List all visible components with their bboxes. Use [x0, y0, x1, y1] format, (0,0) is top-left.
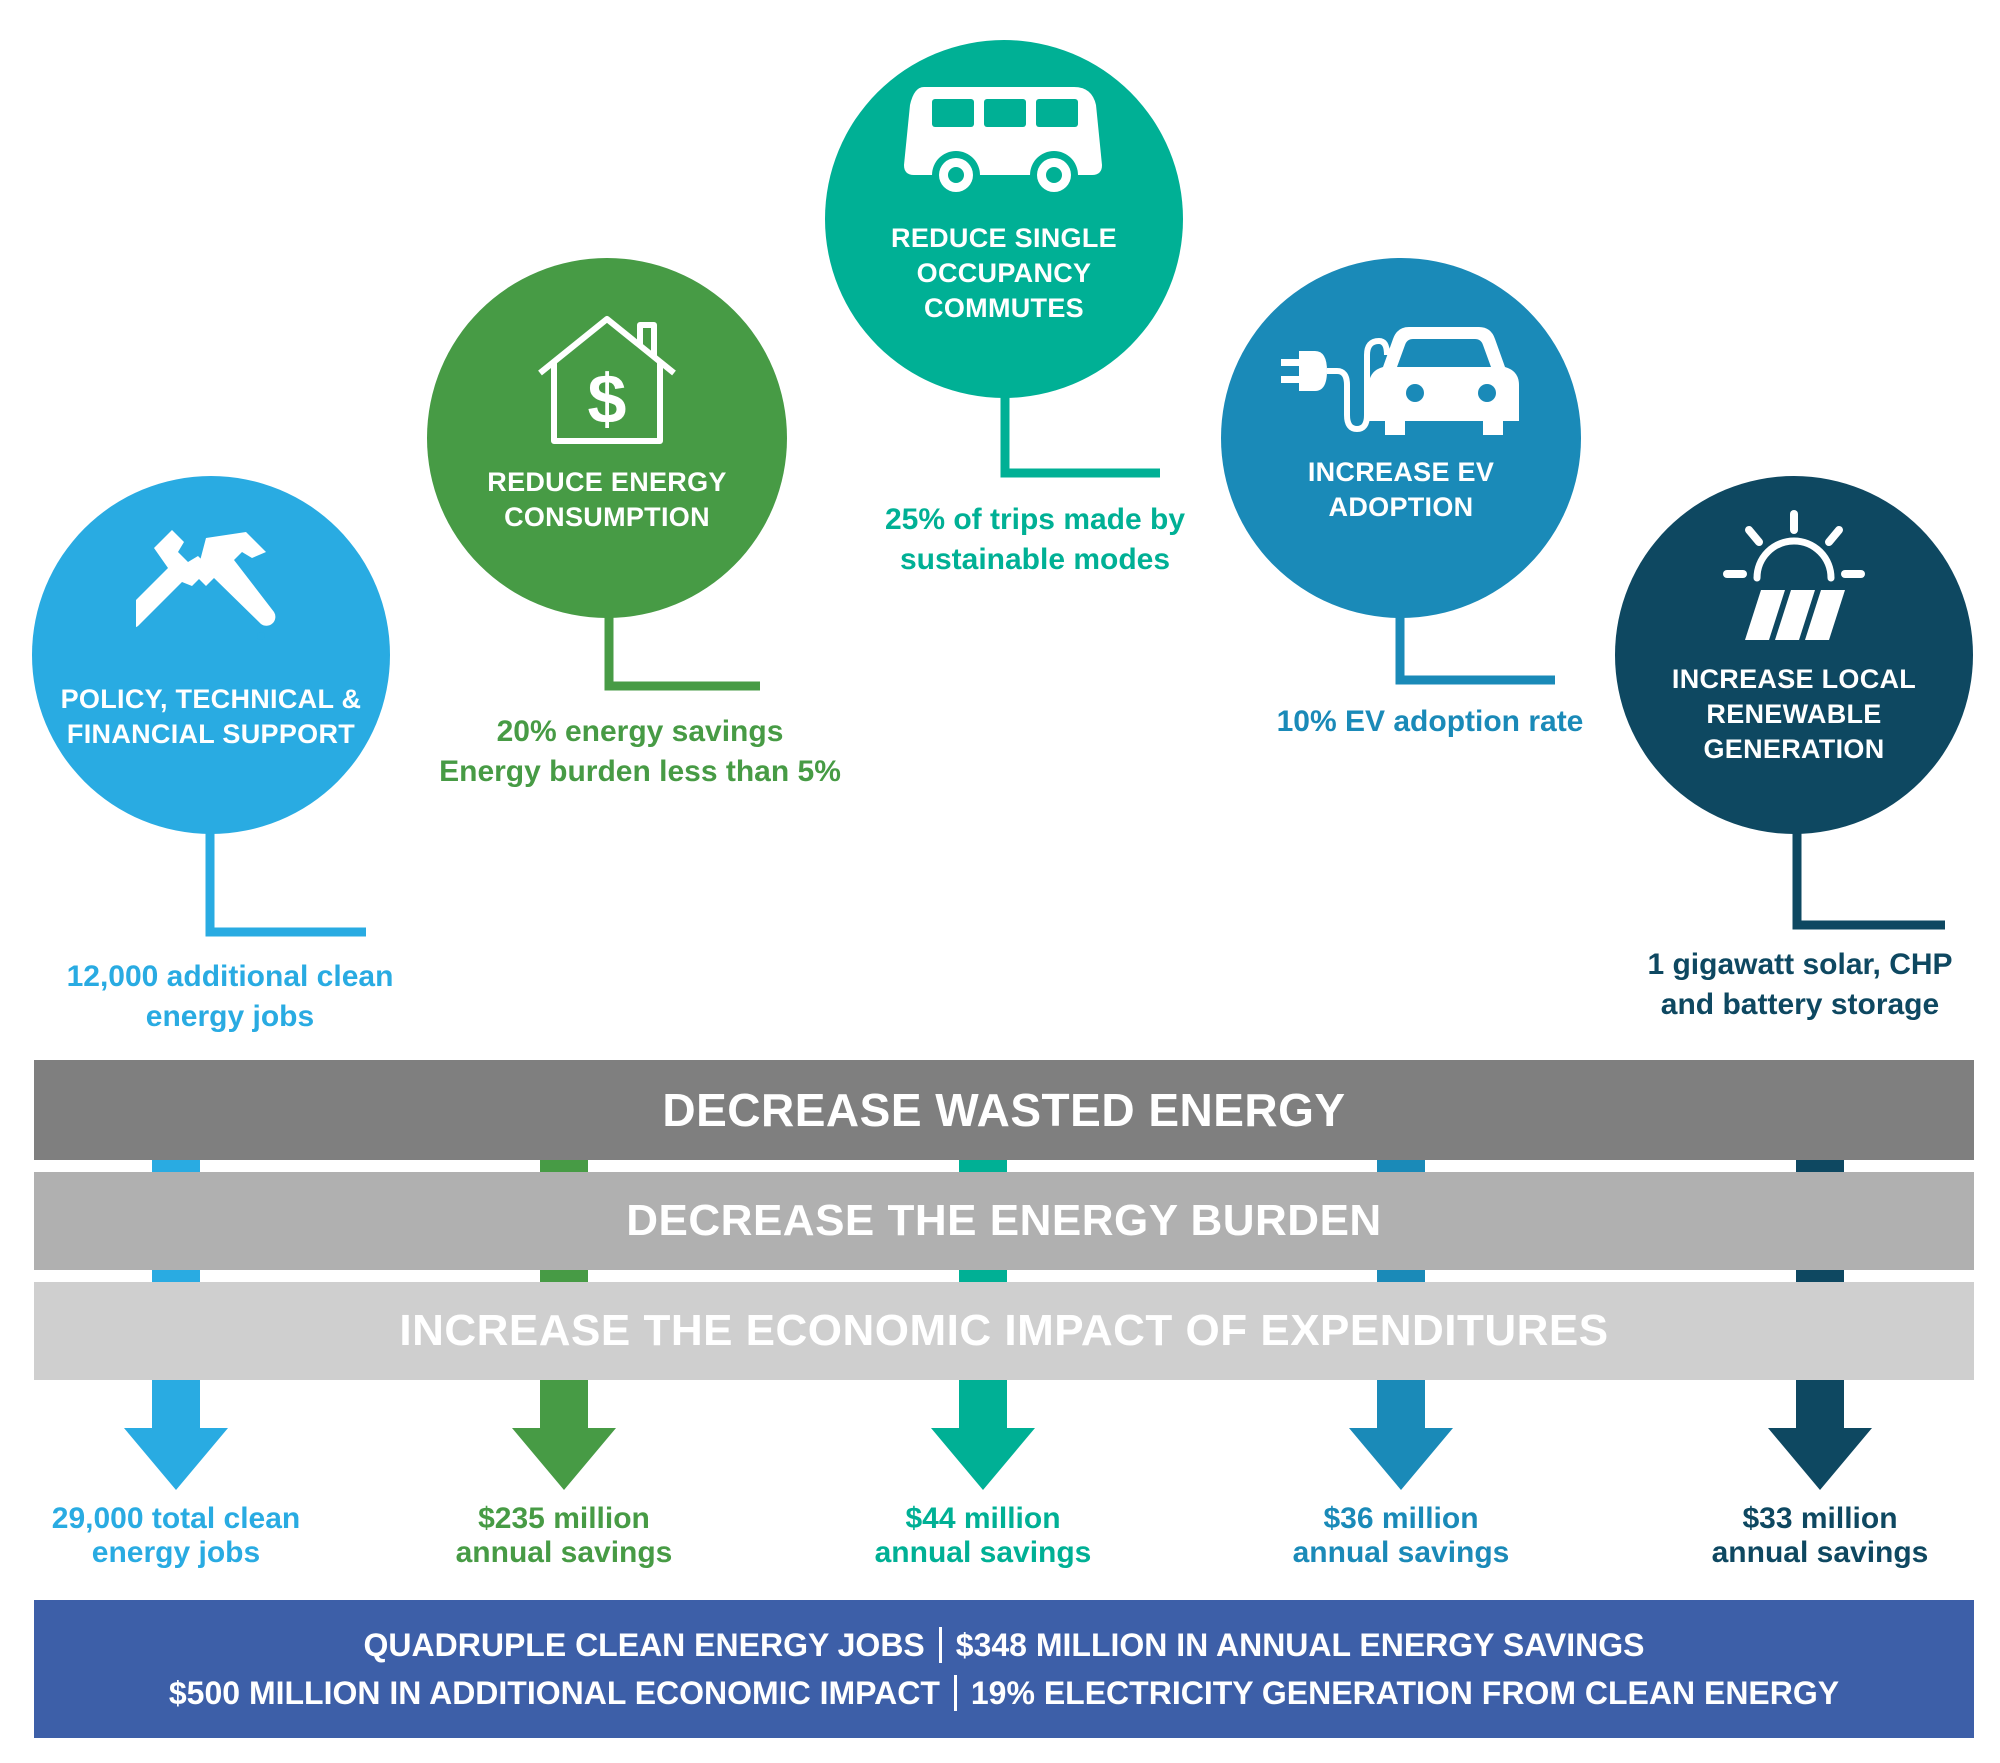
wrench-hammer-icon: [136, 530, 276, 640]
house-dollar-icon: $: [538, 316, 676, 444]
metric-energy: 20% energy savings Energy burden less th…: [439, 715, 841, 788]
strategy-circle-commute: REDUCE SINGLE OCCUPANCY COMMUTES: [825, 40, 1183, 398]
summary-separator: [953, 1675, 957, 1711]
svg-text:$: $: [588, 360, 627, 438]
connector-line-commute: [1000, 390, 1160, 478]
summary-separator: [938, 1627, 942, 1663]
metric-renewable: 1 gigawatt solar, CHP and battery storag…: [1647, 948, 1953, 1021]
strategy-title-ev: INCREASE EV ADOPTION: [1307, 457, 1495, 522]
result-energy: $235 million annual savings: [455, 1502, 673, 1569]
connector-line-policy: [205, 830, 366, 937]
metric-ev: 10% EV adoption rate: [1276, 705, 1584, 738]
summary-item-economic-impact: $500 MILLION IN ADDITIONAL ECONOMIC IMPA…: [168, 1675, 940, 1711]
metric-policy: 12,000 additional clean energy jobs: [66, 960, 394, 1033]
connector-line-renewable: [1792, 830, 1945, 930]
electric-car-icon: [1281, 327, 1519, 435]
result-commute: $44 million annual savings: [874, 1502, 1092, 1569]
metric-commute: 25% of trips made by sustainable modes: [884, 503, 1186, 576]
result-renewable: $33 million annual savings: [1711, 1502, 1929, 1569]
connector-line-energy: [604, 610, 760, 691]
strategy-circle-renewable: INCREASE LOCAL RENEWABLE GENERATION: [1615, 476, 1973, 834]
strategy-circle-ev: INCREASE EV ADOPTION: [1221, 258, 1581, 618]
summary-item-jobs: QUADRUPLE CLEAN ENERGY JOBS: [363, 1627, 925, 1663]
summary-item-clean-generation: 19% ELECTRICITY GENERATION FROM CLEAN EN…: [970, 1675, 1840, 1711]
summary-line-1: QUADRUPLE CLEAN ENERGY JOBS $348 MILLION…: [363, 1621, 1645, 1669]
result-policy: 29,000 total clean energy jobs: [51, 1502, 301, 1569]
strategy-circle-policy: POLICY, TECHNICAL & FINANCIAL SUPPORT: [32, 476, 390, 834]
band-decrease-energy-burden: DECREASE THE ENERGY BURDEN: [34, 1172, 1974, 1270]
connector-line-ev: [1395, 610, 1555, 685]
band-decrease-wasted-energy: DECREASE WASTED ENERGY: [34, 1060, 1974, 1160]
strategy-title-renewable: INCREASE LOCAL RENEWABLE GENERATION: [1671, 663, 1917, 764]
summary-banner: QUADRUPLE CLEAN ENERGY JOBS $348 MILLION…: [34, 1600, 1974, 1738]
summary-line-2: $500 MILLION IN ADDITIONAL ECONOMIC IMPA…: [169, 1669, 1839, 1717]
band-increase-economic-impact: INCREASE THE ECONOMIC IMPACT OF EXPENDIT…: [34, 1282, 1974, 1380]
bus-icon: [904, 86, 1102, 199]
solar-panel-icon: [1723, 509, 1865, 640]
summary-item-savings: $348 MILLION IN ANNUAL ENERGY SAVINGS: [955, 1627, 1645, 1663]
strategy-title-energy: REDUCE ENERGY CONSUMPTION: [487, 467, 727, 532]
strategy-title-commute: REDUCE SINGLE OCCUPANCY COMMUTES: [891, 222, 1117, 323]
strategy-title-policy: POLICY, TECHNICAL & FINANCIAL SUPPORT: [60, 684, 362, 749]
strategy-circle-energy: $ REDUCE ENERGY CONSUMPTION: [427, 258, 787, 618]
result-ev: $36 million annual savings: [1292, 1502, 1510, 1569]
